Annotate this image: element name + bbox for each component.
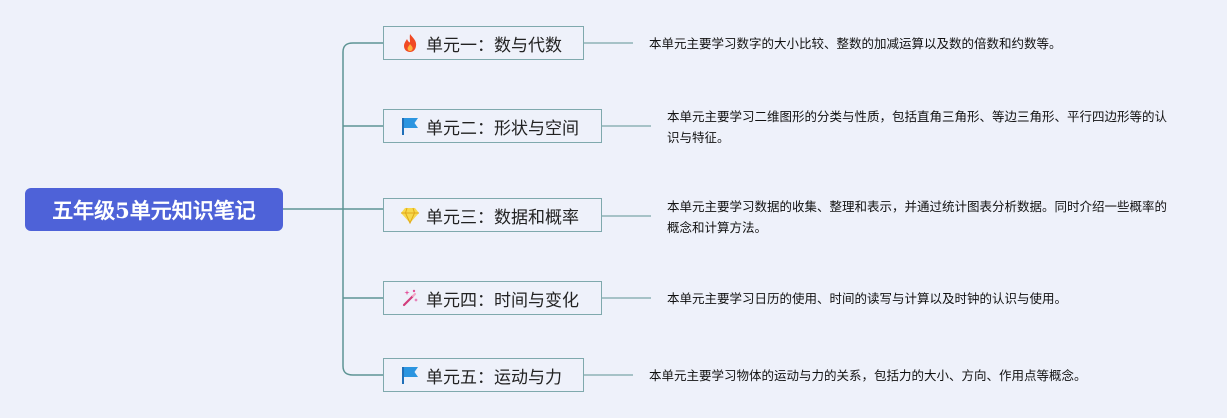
branch-node-1[interactable]: 单元一：数与代数 [383,26,584,60]
branch-node-2[interactable]: 单元二：形状与空间 [383,109,602,143]
fire-icon [400,33,420,53]
magic-wand-icon [400,288,420,308]
branch-node-4[interactable]: 单元四：时间与变化 [383,281,602,315]
branch-note-4: 本单元主要学习日历的使用、时间的读写与计算以及时钟的认识与使用。 [667,291,1068,306]
branch-note-5: 本单元主要学习物体的运动与力的关系，包括力的大小、方向、作用点等概念。 [649,368,1087,383]
branch-label-1: 单元一：数与代数 [426,35,562,56]
trunk-line [342,42,383,376]
gem-icon [400,205,420,225]
branch-label-3: 单元三：数据和概率 [426,207,579,228]
branch-note-1: 本单元主要学习数字的大小比较、整数的加减运算以及数的倍数和约数等。 [649,36,1062,51]
flag-icon [400,116,420,136]
branch-node-3[interactable]: 单元三：数据和概率 [383,198,602,232]
root-title: 五年级5单元知识笔记 [52,197,256,223]
root-node[interactable]: 五年级5单元知识笔记 [25,188,283,231]
branch-note-3: 本单元主要学习数据的收集、整理和表示，并通过统计图表分析数据。同时介绍一些概率的… [667,199,1168,235]
branch-label-2: 单元二：形状与空间 [426,118,579,139]
branch-node-5[interactable]: 单元五：运动与力 [383,358,584,392]
branch-note-2: 本单元主要学习二维图形的分类与性质，包括直角三角形、等边三角形、平行四边形等的认… [667,109,1168,145]
branch-label-5: 单元五：运动与力 [426,367,562,388]
branch-label-4: 单元四：时间与变化 [426,290,579,311]
flag-icon [400,365,420,385]
